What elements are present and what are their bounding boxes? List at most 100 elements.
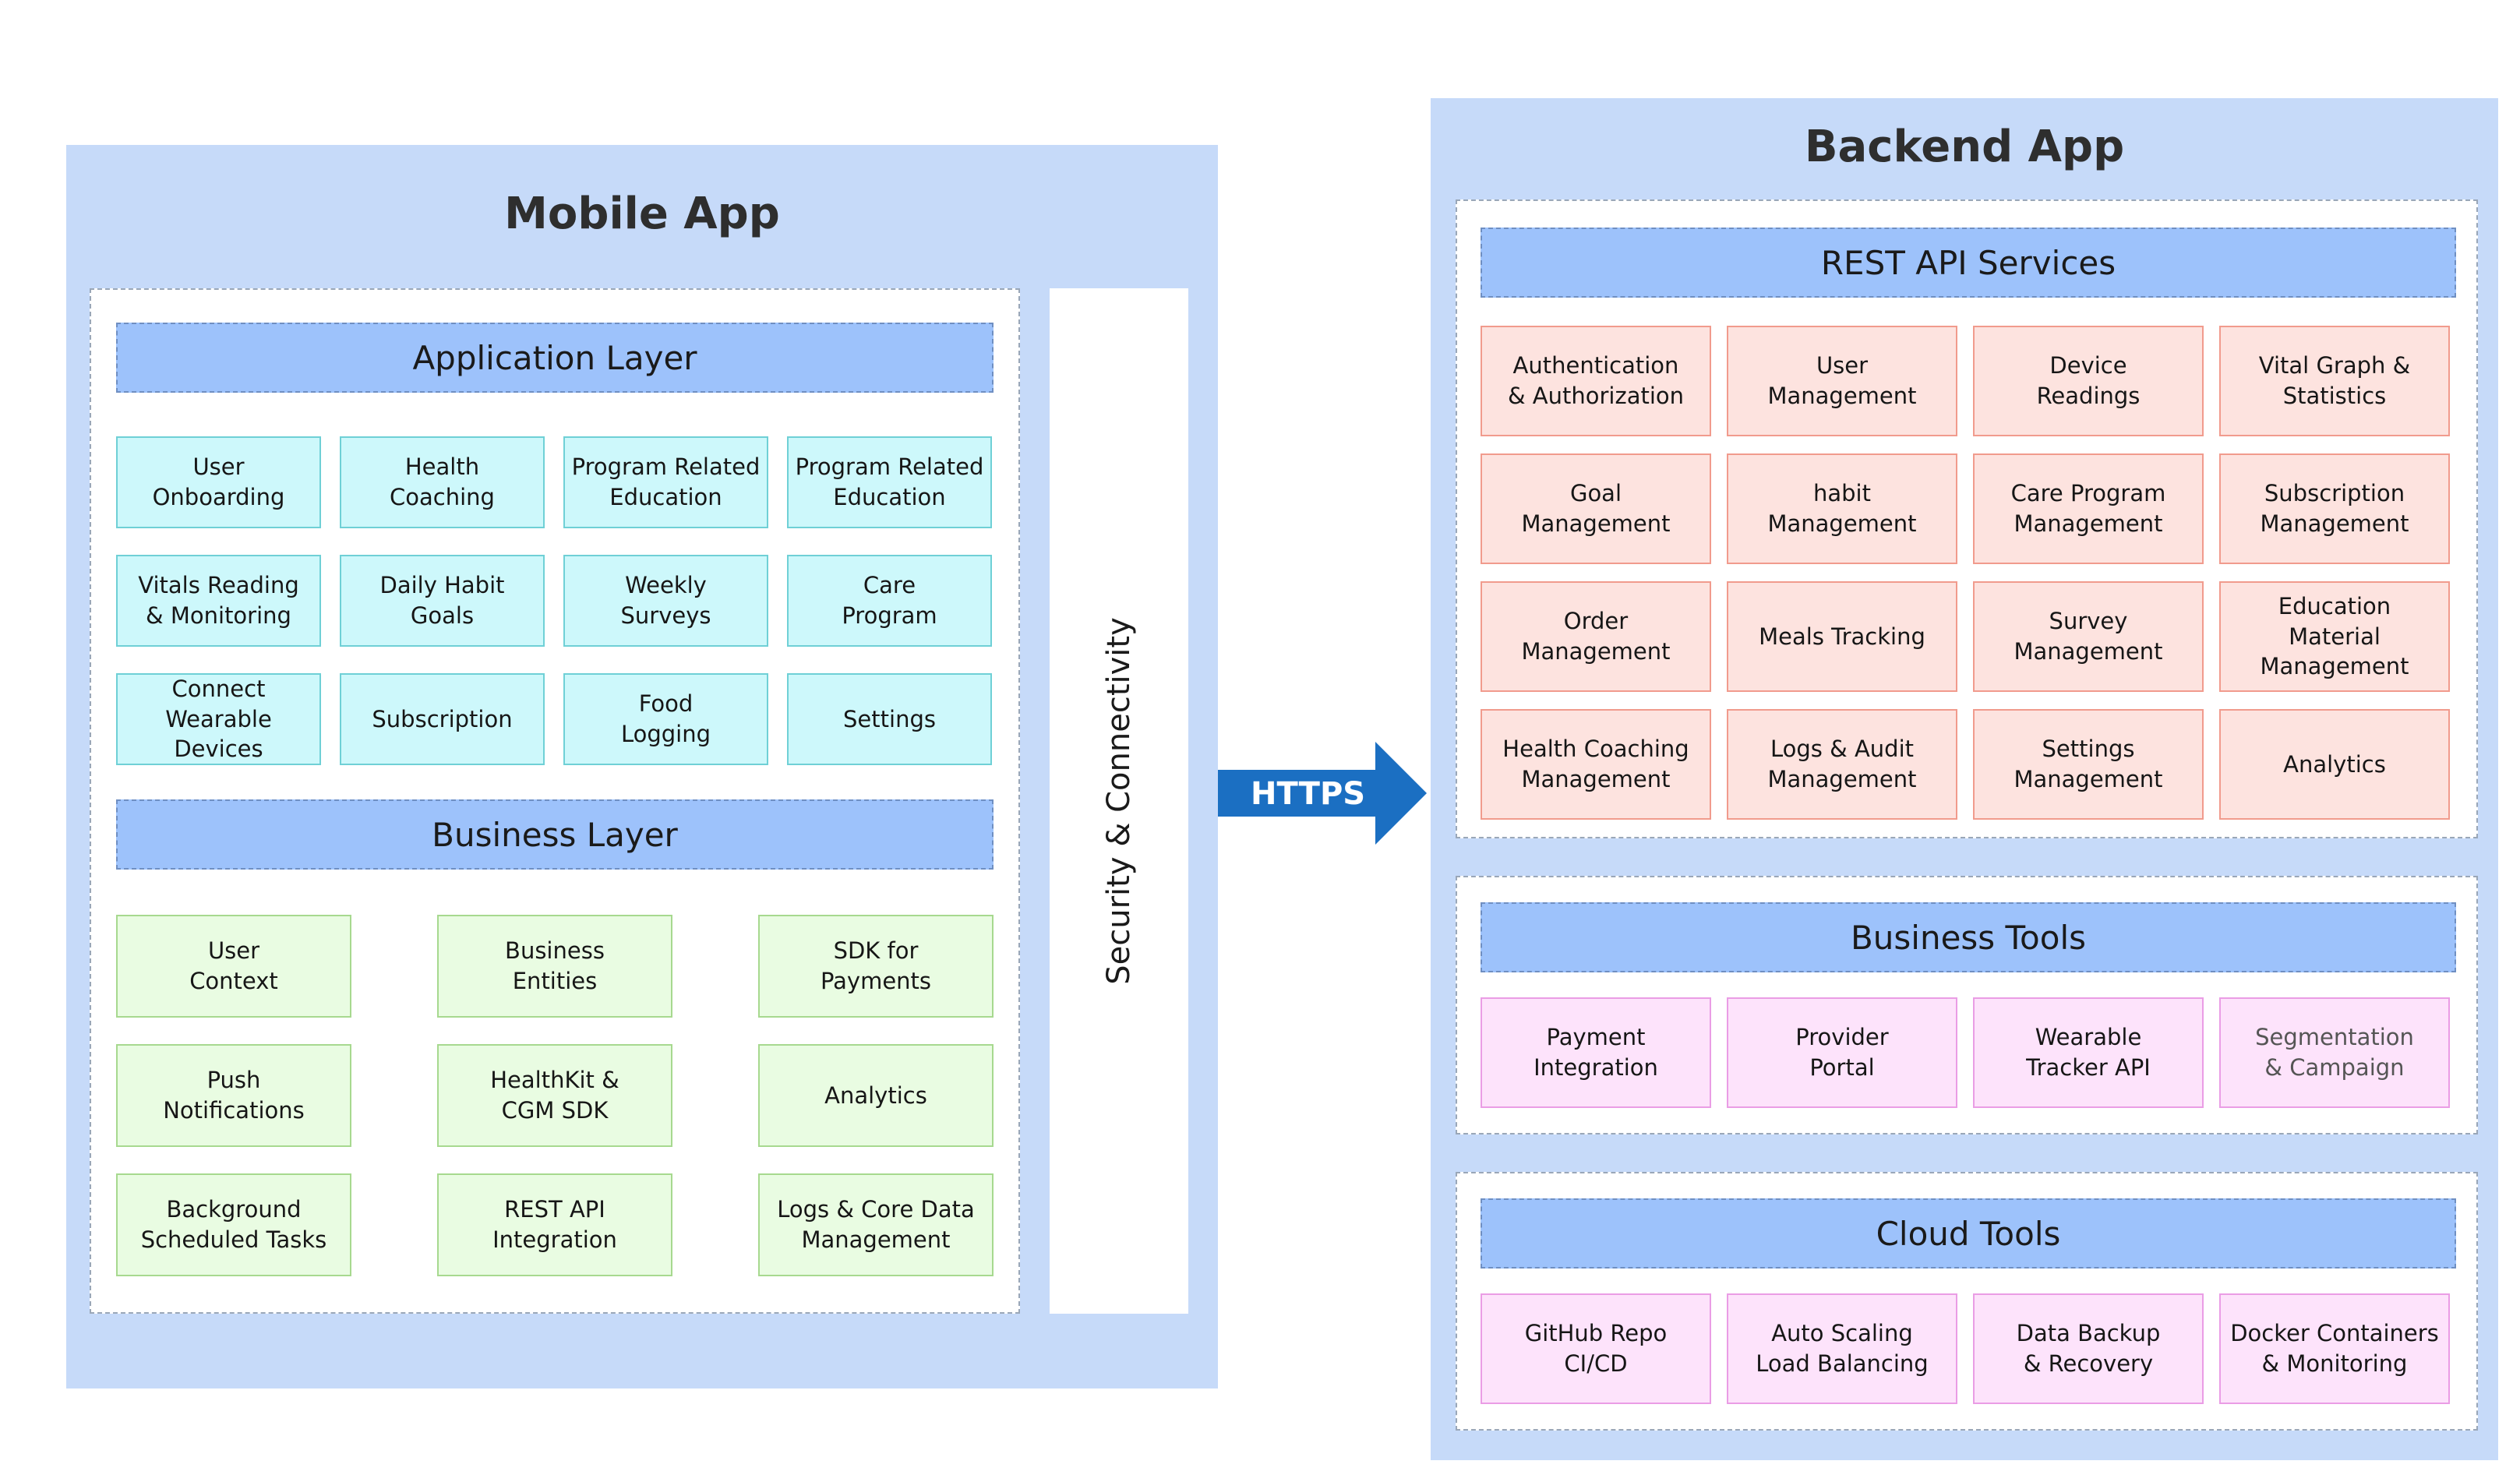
application-layer-item: Health Coaching [340,436,545,528]
rest-api-item-label: Settings Management [2014,736,2163,792]
business-layer-item: Background Scheduled Tasks [116,1173,351,1276]
rest-api-item-label: Survey Management [2014,608,2163,665]
application-layer-item: Food Logging [563,673,768,765]
business-tools-item: Payment Integration [1481,997,1711,1108]
application-layer-item-label: Care Program [842,572,937,629]
business-tools-item-label: Payment Integration [1534,1024,1658,1081]
business-tools-item-label: Segmentation & Campaign [2255,1024,2414,1081]
business-layer-item-label: Analytics [824,1082,927,1109]
cloud-tools-item-label: Auto Scaling Load Balancing [1756,1320,1929,1377]
application-layer-item-label: Settings [843,705,936,732]
application-layer-item-label: Subscription [372,705,513,732]
rest-api-item: Subscription Management [2219,453,2450,564]
rest-api-item: Goal Management [1481,453,1711,564]
business-layer-header: Business Layer [116,799,994,870]
business-tools-item-label: Provider Portal [1795,1024,1889,1081]
application-layer-item: Settings [787,673,992,765]
application-layer-item-label: Food Logging [620,690,711,747]
application-layer-item-label: Program Related Education [571,453,761,510]
security-connectivity-label: Security & Connectivity [1101,617,1137,985]
rest-api-item: User Management [1727,326,1957,436]
cloud-tools-item: GitHub Repo CI/CD [1481,1293,1711,1404]
rest-api-item: Settings Management [1973,709,2204,820]
business-layer-item: HealthKit & CGM SDK [437,1044,672,1147]
https-label: HTTPS [1251,776,1366,812]
application-layer-item: Program Related Education [563,436,768,528]
rest-api-item: habit Management [1727,453,1957,564]
business-layer-item: Push Notifications [116,1044,351,1147]
business-layer-item: User Context [116,915,351,1018]
rest-api-header: REST API Services [1481,228,2456,298]
rest-api-item-label: Care Program Management [2010,480,2166,537]
mobile-app-panel: Mobile App Application Layer User Onboar… [66,145,1218,1388]
business-tools-item: Wearable Tracker API [1973,997,2204,1108]
rest-api-item: Device Readings [1973,326,2204,436]
application-layer-item: Daily Habit Goals [340,555,545,647]
cloud-tools-item-label: Data Backup & Recovery [2016,1320,2161,1377]
rest-api-item-label: Order Management [1521,608,1671,665]
rest-api-item: Order Management [1481,581,1711,692]
rest-api-item: Meals Tracking [1727,581,1957,692]
business-tools-item: Provider Portal [1727,997,1957,1108]
rest-api-item: Analytics [2219,709,2450,820]
business-tools-container: Business Tools Payment Integration Provid… [1456,876,2478,1134]
rest-api-item: Logs & Audit Management [1727,709,1957,820]
mobile-inner-container: Application Layer User Onboarding Health … [90,288,1020,1314]
application-layer-item: Program Related Education [787,436,992,528]
business-layer-item: Analytics [758,1044,994,1147]
application-layer-item: Vitals Reading & Monitoring [116,555,321,647]
application-layer-item: Weekly Surveys [563,555,768,647]
application-layer-item-label: Daily Habit Goals [379,572,505,629]
application-layer-item: Care Program [787,555,992,647]
rest-api-item-label: Goal Management [1521,480,1671,537]
security-connectivity-column: Security & Connectivity [1050,288,1188,1314]
rest-api-item-label: Analytics [2283,750,2386,778]
rest-api-item-label: habit Management [1767,480,1917,537]
https-arrow-shape [1218,742,1427,845]
business-layer-item-label: SDK for Payments [820,937,932,994]
business-layer-item: Business Entities [437,915,672,1018]
business-layer-item-label: User Context [189,937,278,994]
business-layer-item: SDK for Payments [758,915,994,1018]
business-tools-item: Segmentation & Campaign [2219,997,2450,1108]
cloud-tools-item: Auto Scaling Load Balancing [1727,1293,1957,1404]
application-layer-header: Application Layer [116,323,994,393]
application-layer-item-label: Connect Wearable Devices [165,675,272,763]
application-layer-item-label: User Onboarding [152,453,285,510]
business-layer-item-label: Push Notifications [163,1067,305,1124]
rest-api-item: Health Coaching Management [1481,709,1711,820]
business-layer-item: Logs & Core Data Management [758,1173,994,1276]
rest-api-container: REST API Services Authentication & Autho… [1456,199,2478,838]
application-layer-item: User Onboarding [116,436,321,528]
cloud-tools-container: Cloud Tools GitHub Repo CI/CD Auto Scalin… [1456,1172,2478,1431]
business-layer-item-label: REST API Integration [492,1196,617,1253]
backend-app-title: Backend App [1804,122,2125,172]
cloud-tools-item: Data Backup & Recovery [1973,1293,2204,1404]
backend-app-panel: Backend App REST API Services Authentica… [1431,98,2498,1460]
cloud-tools-item-label: GitHub Repo CI/CD [1524,1320,1668,1377]
rest-api-item: Care Program Management [1973,453,2204,564]
application-layer-item-label: Vitals Reading & Monitoring [138,572,299,629]
application-layer-item-label: Weekly Surveys [620,572,711,629]
rest-api-item-label: Meals Tracking [1759,623,1925,650]
rest-api-item-label: Subscription Management [2260,480,2409,537]
https-arrow-icon [1218,742,1427,845]
rest-api-item-label: Device Readings [2036,352,2141,409]
rest-api-item-label: Vital Graph & Statistics [2258,352,2411,409]
rest-api-item: Authentication & Authorization [1481,326,1711,436]
rest-api-item: Education Material Management [2219,581,2450,692]
business-layer-item-label: HealthKit & CGM SDK [490,1067,619,1124]
cloud-tools-item: Docker Containers & Monitoring [2219,1293,2450,1404]
rest-api-item-label: Education Material Management [2260,592,2409,680]
cloud-tools-header: Cloud Tools [1481,1198,2456,1269]
mobile-app-title: Mobile App [504,189,780,239]
business-layer-item-label: Logs & Core Data Management [777,1196,975,1253]
business-tools-header: Business Tools [1481,902,2456,972]
application-layer-item: Subscription [340,673,545,765]
business-tools-item-label: Wearable Tracker API [2026,1024,2151,1081]
rest-api-item-label: User Management [1767,352,1917,409]
application-layer-item: Connect Wearable Devices [116,673,321,765]
rest-api-item: Survey Management [1973,581,2204,692]
rest-api-item-label: Authentication & Authorization [1507,352,1685,409]
rest-api-item: Vital Graph & Statistics [2219,326,2450,436]
